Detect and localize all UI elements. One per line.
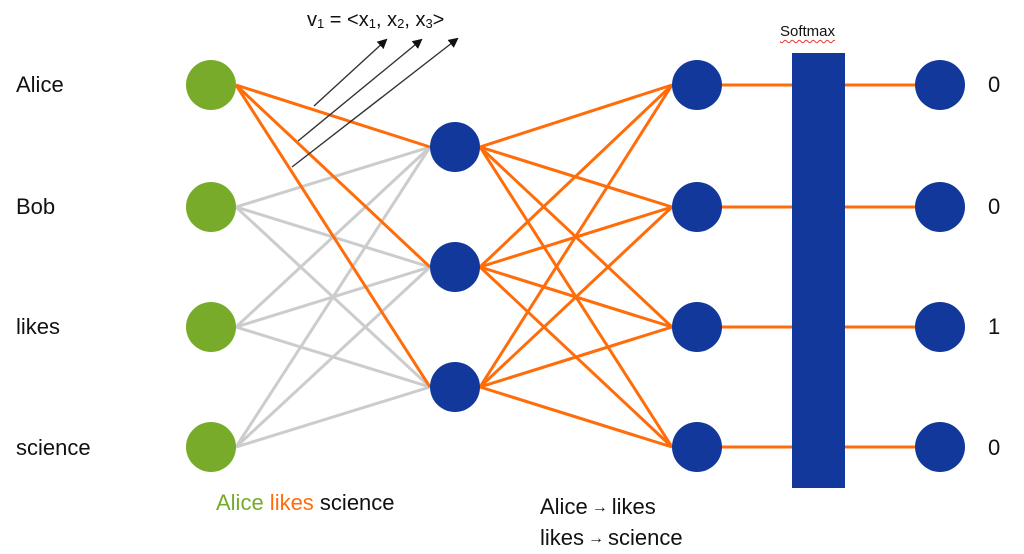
sentence-caption: Alice likes science	[216, 492, 395, 514]
active-edge	[478, 84, 674, 388]
softmax-output-node	[915, 422, 965, 472]
output-node	[672, 422, 722, 472]
input-node	[186, 182, 236, 232]
embedding-arrow	[291, 37, 459, 168]
output-value-label: 0	[988, 435, 1001, 460]
caption-word: likes	[263, 490, 314, 515]
nodes	[186, 60, 965, 472]
pair-from: Alice	[540, 494, 588, 519]
active-edge	[479, 385, 673, 449]
vector-subscript: 1	[317, 16, 325, 31]
hidden-node	[430, 122, 480, 172]
pair-to: science	[608, 525, 683, 550]
input-word-label: Alice	[16, 72, 64, 97]
output-node	[672, 302, 722, 352]
vector-symbol: v	[307, 9, 317, 31]
input-hidden-edges	[234, 83, 432, 449]
embedding-vector-label: v1 = <x1, x2, x3>	[307, 10, 444, 30]
component-subscript: 1	[368, 16, 376, 31]
output-node	[672, 182, 722, 232]
input-node	[186, 60, 236, 110]
component-subscript: 2	[397, 16, 405, 31]
component-symbol: x	[358, 9, 369, 31]
separator: ,	[375, 9, 388, 31]
output-value-label: 0	[988, 194, 1001, 219]
input-node	[186, 422, 236, 472]
softmax-label: Softmax	[780, 23, 836, 40]
component-symbol: x	[415, 9, 426, 31]
right-arrow-icon: →	[588, 530, 605, 547]
separator: ,	[404, 9, 416, 31]
softmax-layer	[792, 53, 845, 488]
close-bracket: >	[432, 9, 445, 31]
pairs-caption: Alice→likes likes→science	[540, 492, 683, 554]
component-symbol: x	[387, 9, 398, 31]
active-edge	[479, 83, 673, 149]
caption-word: Alice	[216, 490, 264, 515]
softmax-output-node	[915, 60, 965, 110]
pair-to: likes	[611, 494, 656, 519]
hidden-output-edges	[478, 83, 674, 449]
active-edge	[234, 83, 432, 269]
embedding-arrow	[313, 38, 388, 107]
input-word-label: science	[16, 435, 91, 460]
output-value-label: 1	[988, 314, 1001, 339]
right-arrow-icon: →	[591, 499, 608, 516]
inactive-edge	[234, 146, 432, 448]
output-node	[672, 60, 722, 110]
equals-text: = <	[324, 9, 359, 31]
active-edge	[479, 325, 673, 389]
embedding-arrow	[297, 38, 423, 142]
softmax-output-node	[915, 182, 965, 232]
inactive-edge	[235, 385, 431, 449]
input-word-label: likes	[16, 314, 61, 339]
input-node	[186, 302, 236, 352]
embedding-arrows	[291, 37, 459, 168]
active-edge	[478, 83, 674, 269]
active-edge	[235, 83, 431, 149]
pair-line: Alice→likes	[540, 492, 683, 523]
component-subscript: 3	[425, 16, 433, 31]
output-value-label: 0	[988, 72, 1001, 97]
hidden-node	[430, 242, 480, 292]
inactive-edge	[234, 265, 432, 449]
hidden-node	[430, 362, 480, 412]
softmax-output-node	[915, 302, 965, 352]
active-edge	[478, 205, 674, 389]
active-edge	[234, 84, 432, 388]
pair-from: likes	[540, 525, 585, 550]
pair-line: likes→science	[540, 523, 683, 554]
caption-word: science	[313, 490, 395, 515]
input-word-label: Bob	[16, 194, 56, 219]
